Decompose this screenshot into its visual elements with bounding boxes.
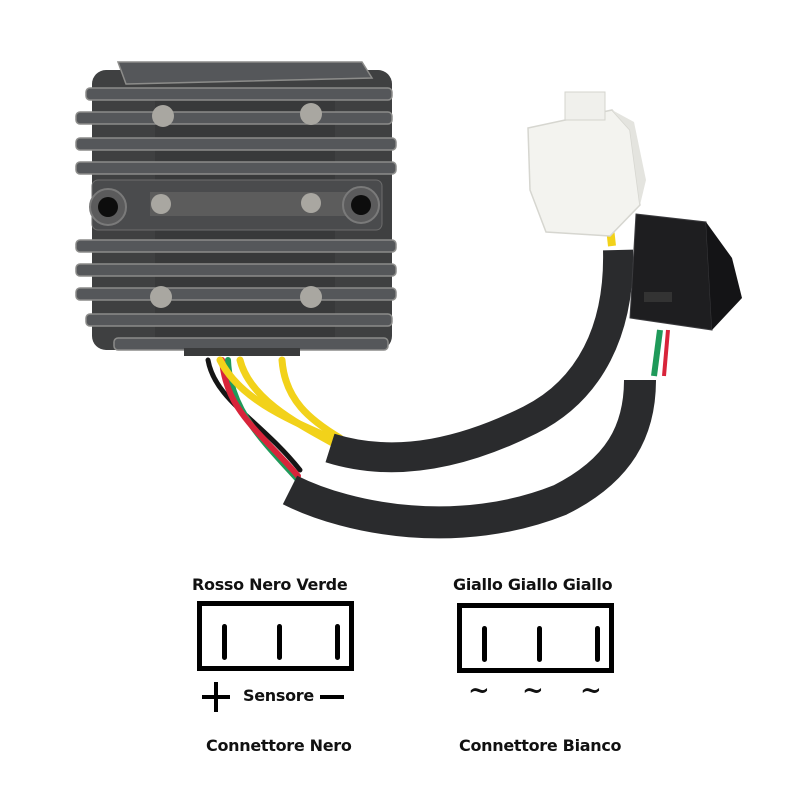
connector-bianco-box <box>457 603 614 673</box>
pin-labels-bianco: Giallo Giallo Giallo <box>453 575 613 594</box>
heatsink <box>75 61 397 356</box>
pin-labels-nero: Rosso Nero Verde <box>192 575 348 594</box>
pin-verde <box>335 624 340 660</box>
regulator-photo <box>75 61 742 539</box>
pin-rosso <box>222 624 227 660</box>
sleeve-upper <box>325 249 634 473</box>
ac-tilde-icon: ~ <box>468 676 490 706</box>
plus-icon-bar <box>202 695 230 699</box>
connector-bianco-title: Connettore Bianco <box>459 736 622 755</box>
wire-bundle <box>205 356 344 485</box>
sensore-label: Sensore <box>243 686 314 705</box>
black-connector <box>629 213 742 331</box>
white-connector <box>527 91 646 237</box>
pin-giallo-1 <box>482 626 487 662</box>
connector-nero-box <box>197 601 354 671</box>
minus-icon <box>320 695 344 699</box>
sleeve-lower <box>282 379 656 539</box>
ac-tilde-icon: ~ <box>580 676 602 706</box>
pin-giallo-2 <box>537 626 542 662</box>
connector-nero-title: Connettore Nero <box>206 736 352 755</box>
pin-giallo-3 <box>595 626 600 662</box>
pin-nero <box>277 624 282 660</box>
ac-tilde-icon: ~ <box>522 676 544 706</box>
